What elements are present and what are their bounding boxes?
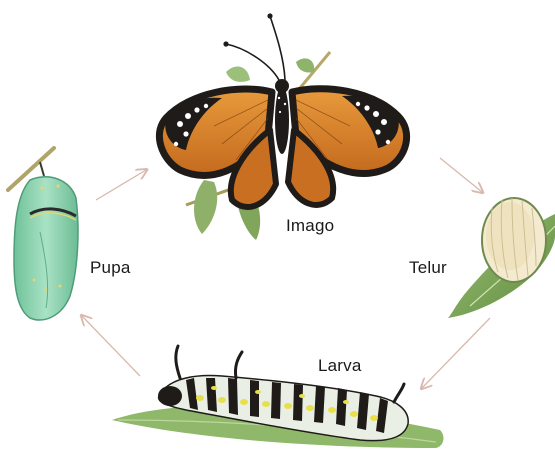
arrow-imago-to-telur — [440, 158, 482, 192]
egg-on-leaf-image — [448, 198, 555, 318]
arrow-pupa-to-imago — [96, 170, 146, 200]
stage-label-imago: Imago — [286, 216, 334, 236]
stage-label-telur: Telur — [409, 258, 447, 278]
arrow-telur-to-larva — [422, 318, 490, 388]
stage-label-larva: Larva — [318, 356, 362, 376]
butterfly-image — [159, 13, 406, 240]
caterpillar-image — [112, 346, 443, 448]
stage-label-pupa: Pupa — [90, 258, 131, 278]
chrysalis-image — [8, 148, 78, 320]
butterfly-body — [275, 86, 289, 154]
chrysalis — [14, 177, 78, 320]
arrow-larva-to-pupa — [82, 316, 140, 376]
